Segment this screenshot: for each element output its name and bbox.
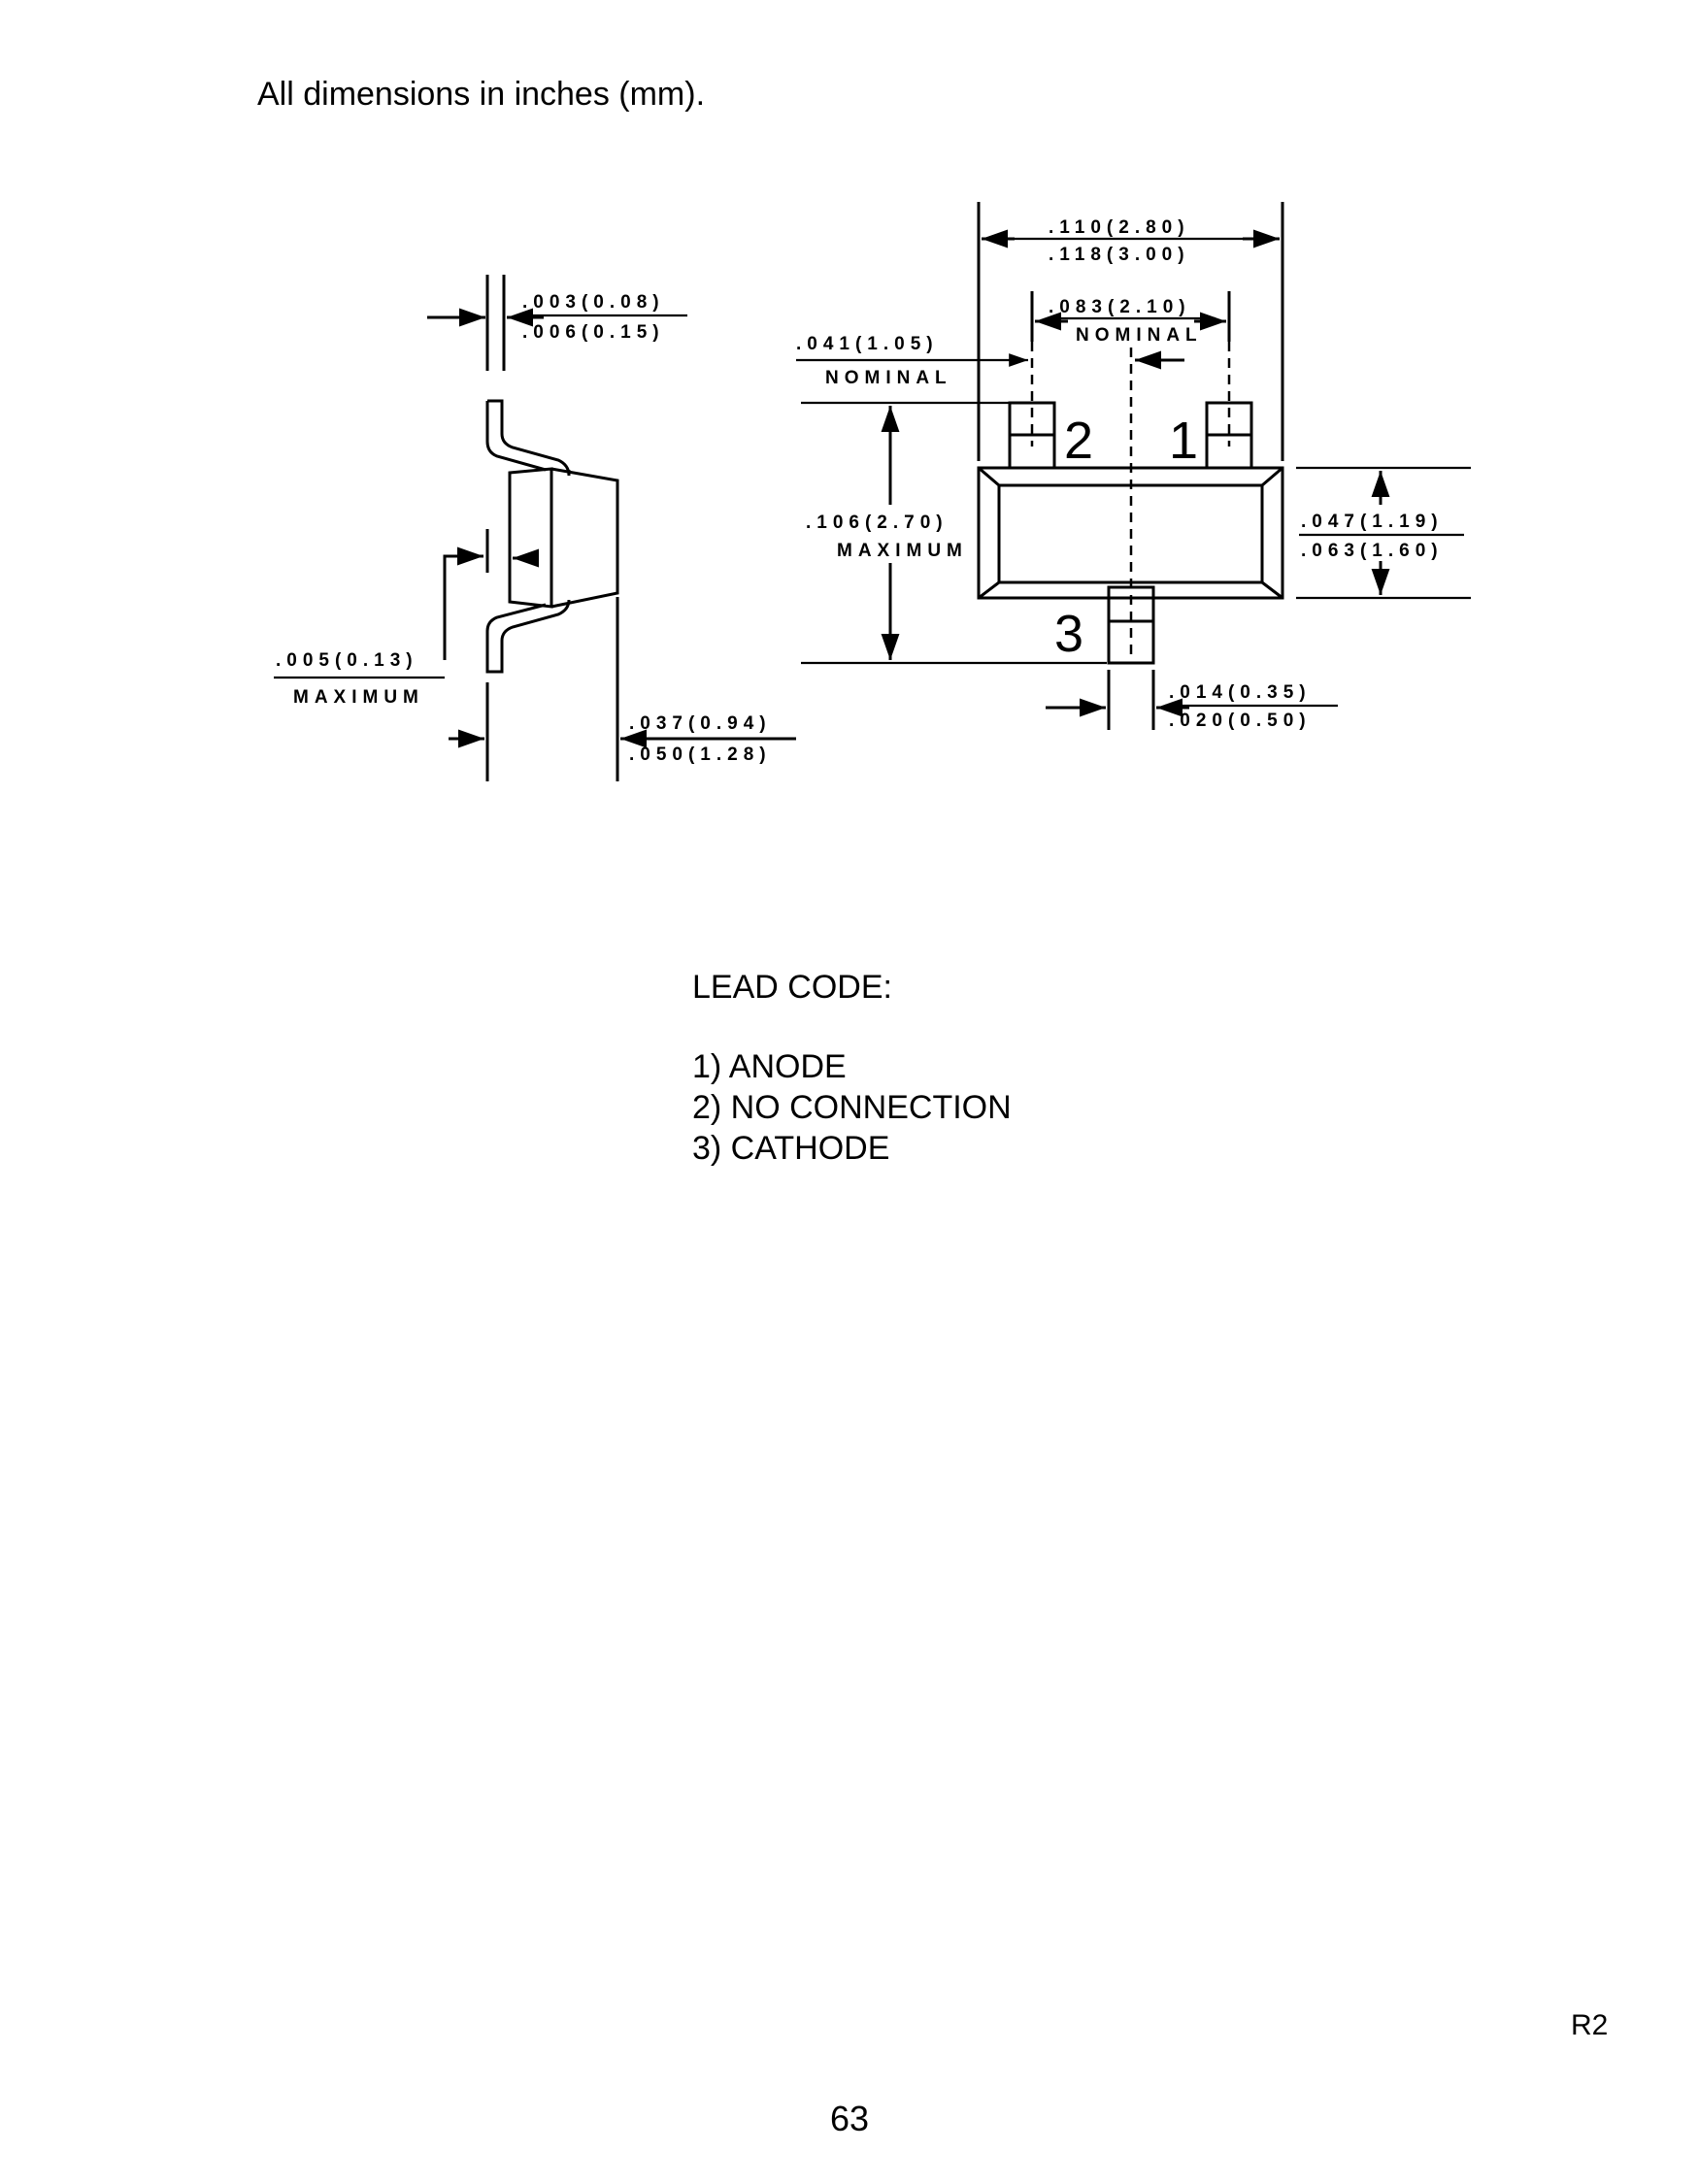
- side-view: .003(0.08) .006(0.15) .005(0.13) MAXIMUM…: [274, 275, 796, 781]
- package-body-outer: [977, 466, 1284, 600]
- pin-offset-qualifier: NOMINAL: [825, 368, 952, 388]
- leader-line: [443, 546, 483, 660]
- overall-width-min: .110(2.80): [1049, 217, 1190, 238]
- overall-height-qualifier: MAXIMUM: [837, 541, 968, 561]
- pin-offset-value: .041(1.05): [796, 334, 939, 354]
- pin-pitch-qualifier: NOMINAL: [1076, 325, 1203, 346]
- package-body-right: [550, 467, 619, 609]
- body-height-min: .037(0.94): [629, 713, 772, 734]
- package-body-left: [508, 467, 553, 609]
- standoff-qualifier: MAXIMUM: [293, 687, 424, 708]
- lead-code-item-3: 3) CATHODE: [692, 1130, 890, 1167]
- pin-3-lead: [1107, 585, 1155, 665]
- page-heading: All dimensions in inches (mm).: [257, 76, 706, 113]
- lead-code-title: LEAD CODE:: [692, 969, 892, 1006]
- pin-2-label: 2: [1064, 412, 1093, 470]
- page-number: 63: [830, 2099, 870, 2138]
- overall-width-max: .118(3.00): [1049, 245, 1190, 265]
- package-body-inner: [997, 483, 1264, 584]
- pin-pitch-value: .083(2.10): [1049, 297, 1191, 317]
- lead-width-max: .020(0.50): [1169, 711, 1312, 731]
- lead-bottom: [485, 599, 571, 674]
- pin-1-label: 1: [1169, 412, 1198, 470]
- standoff-value: .005(0.13): [276, 650, 418, 671]
- body-height-min: .047(1.19): [1301, 512, 1444, 532]
- lead-thickness-max: .006(0.15): [522, 322, 665, 343]
- lead-top-inner: [485, 401, 547, 472]
- body-height-max: .063(1.60): [1301, 541, 1444, 561]
- bevel-edge: [1261, 466, 1283, 487]
- pin-3-label: 3: [1054, 605, 1083, 663]
- lead-top: [487, 399, 571, 477]
- overall-height-value: .106(2.70): [806, 513, 949, 533]
- body-height-max: .050(1.28): [629, 745, 772, 765]
- revision-label: R2: [1571, 2009, 1609, 2041]
- top-view: .110(2.80) .118(3.00) .083(2.10) NOMINAL…: [796, 202, 1471, 731]
- lead-code-item-2: 2) NO CONNECTION: [692, 1089, 1012, 1126]
- bevel-edge: [978, 580, 1000, 600]
- bevel-edge: [1261, 580, 1283, 600]
- lead-thickness-min: .003(0.08): [522, 292, 665, 313]
- lead-code-item-1: 1) ANODE: [692, 1048, 847, 1085]
- bevel-edge: [978, 466, 1000, 487]
- lead-width-min: .014(0.35): [1169, 682, 1312, 703]
